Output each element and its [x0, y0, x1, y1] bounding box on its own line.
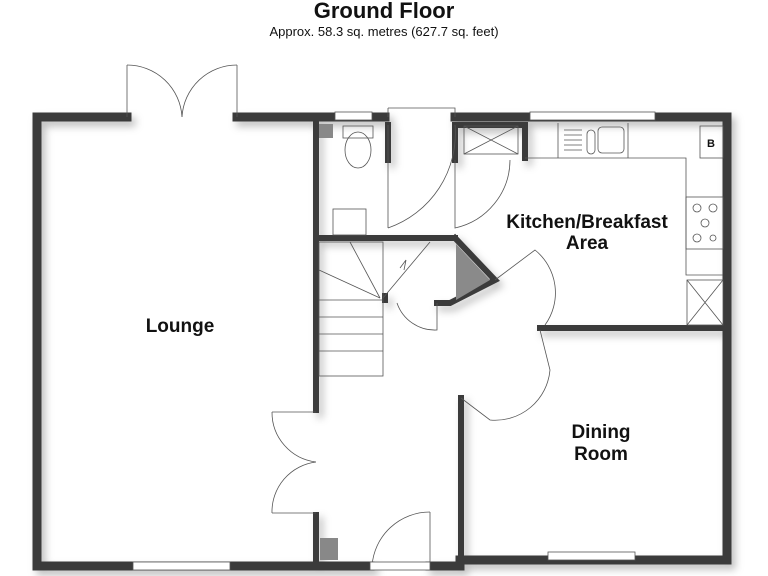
wc-window [334, 111, 373, 121]
meter-cupboard [320, 538, 338, 560]
staircase [318, 241, 431, 377]
dining-door[interactable] [460, 329, 551, 421]
kitchen-sink [597, 126, 625, 154]
cupboard-fill [456, 244, 490, 300]
utility-unit [463, 125, 519, 155]
kitchen-window [529, 111, 656, 121]
walls [32, 112, 732, 571]
room-label-dining-2: Room [574, 444, 628, 465]
french-doors[interactable] [126, 64, 238, 118]
toilet [344, 131, 372, 169]
boiler [699, 125, 724, 159]
room-label-kitchen-2: Area [566, 233, 609, 254]
lounge-doors[interactable] [271, 411, 317, 514]
floor-area: Approx. 58.3 sq. metres (627.7 sq. feet) [269, 24, 499, 39]
room-label-kitchen-1: Kitchen/Breakfast [506, 212, 668, 233]
room-label-lounge: Lounge [146, 316, 215, 337]
boiler-label: B [707, 138, 715, 150]
cupboard-door[interactable] [396, 302, 438, 331]
floor-title: Ground Floor [313, 0, 455, 23]
wash-basin [332, 208, 367, 236]
room-label-dining-1: Dining [571, 422, 630, 443]
wc-door[interactable] [387, 124, 456, 229]
front-door[interactable] [369, 511, 431, 571]
utility-door[interactable] [454, 159, 511, 229]
sink-drainer [564, 129, 582, 151]
kitchen-door[interactable] [494, 249, 556, 326]
hob [685, 196, 724, 250]
lounge-window [132, 561, 231, 571]
wc-fill [319, 124, 333, 138]
dining-window [547, 551, 636, 561]
